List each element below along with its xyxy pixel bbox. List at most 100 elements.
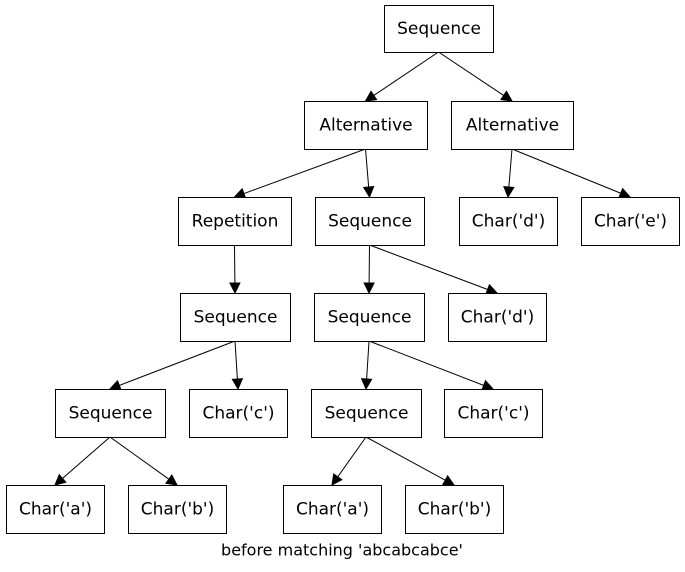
node-box [451,101,574,150]
node-box [189,389,288,438]
edge-n12-n17 [365,436,455,486]
node-box [304,101,428,150]
node-label: Sequence [194,308,278,328]
arrowhead-icon [618,187,632,199]
node-box [283,485,382,534]
tree-node: Char('a') [283,485,382,534]
edge-line [373,51,439,96]
edges-layer [54,51,632,486]
tree-node: Sequence [384,5,494,53]
edge-n10-n15 [109,436,178,486]
node-label: Repetition [192,212,279,232]
arrowhead-icon [363,282,375,295]
node-box [55,389,166,438]
arrowhead-icon [442,474,455,486]
node-label: Char('e') [594,212,667,232]
node-box [581,197,680,246]
node-box [128,485,227,534]
tree-node: Alternative [451,101,574,150]
arrowhead-icon [108,379,122,391]
edge-n0-n2 [438,51,513,102]
edge-n10-n14 [54,436,111,486]
tree-node: Alternative [304,101,428,150]
edge-line [243,148,366,195]
arrowhead-icon [485,283,499,295]
tree-node: Char('d') [448,293,547,342]
arrowhead-icon [233,187,247,199]
arrowhead-icon [481,379,495,391]
node-label: Char('d') [461,308,534,328]
diagram-caption: before matching 'abcabcabce' [221,541,463,560]
arrowhead-icon [362,186,375,199]
tree-node: Sequence [314,293,425,342]
edge-n4-n9 [369,244,499,295]
tree-node: Char('c') [444,389,543,438]
tree-node: Sequence [315,197,425,246]
arrowhead-icon [229,282,241,295]
edge-line [369,244,488,290]
edge-n3-n7 [229,244,241,295]
edge-line [438,51,504,96]
node-box [448,293,547,342]
tree-node: Char('e') [581,197,680,246]
node-box [459,197,558,246]
edge-n12-n16 [331,436,367,486]
node-label: Char('a') [19,500,92,520]
tree-node: Sequence [180,293,291,342]
edge-n7-n11 [231,340,244,391]
edge-line [337,436,367,478]
node-box [314,293,425,342]
edge-n0-n1 [364,51,439,102]
node-label: Sequence [328,308,412,328]
node-box [311,389,422,438]
tree-node: Sequence [55,389,166,438]
edge-line [365,148,370,188]
node-label: Char('c') [457,404,529,424]
edge-line [365,436,446,481]
node-label: Char('a') [296,500,369,520]
edge-line [366,340,370,380]
edge-line [234,340,238,380]
node-box [384,5,494,53]
edge-n1-n4 [362,148,375,199]
node-label: Alternative [466,116,559,136]
arrowhead-icon [231,378,244,391]
node-label: Alternative [319,116,412,136]
node-label: Sequence [328,212,412,232]
node-label: Sequence [69,404,153,424]
edge-n8-n12 [360,340,373,391]
edge-n2-n5 [503,148,515,199]
tree-node: Char('c') [189,389,288,438]
tree-node: Char('d') [459,197,558,246]
node-label: Char('b') [141,500,214,520]
tree-node: Char('b') [405,485,504,534]
tree-node: Sequence [311,389,422,438]
arrowhead-icon [503,186,515,199]
edge-line [368,340,484,386]
edge-n7-n10 [108,340,236,391]
node-box [178,197,292,246]
node-box [405,485,504,534]
edge-n4-n8 [363,244,375,295]
node-label: Sequence [325,404,409,424]
edge-line [109,436,170,480]
node-box [444,389,543,438]
edge-line [511,148,621,194]
arrowhead-icon [360,378,373,391]
edge-line [119,340,236,386]
node-label: Char('d') [472,212,545,232]
edge-line [508,148,513,188]
node-box [315,197,425,246]
edge-line [62,436,111,479]
arrowhead-icon [54,473,67,486]
edge-n8-n13 [368,340,495,391]
node-box [180,293,291,342]
node-label: Char('c') [202,404,274,424]
node-label: Char('b') [418,500,491,520]
node-box [6,485,105,534]
arrowhead-icon [165,474,178,486]
node-label: Sequence [397,19,481,39]
tree-node: Char('a') [6,485,105,534]
